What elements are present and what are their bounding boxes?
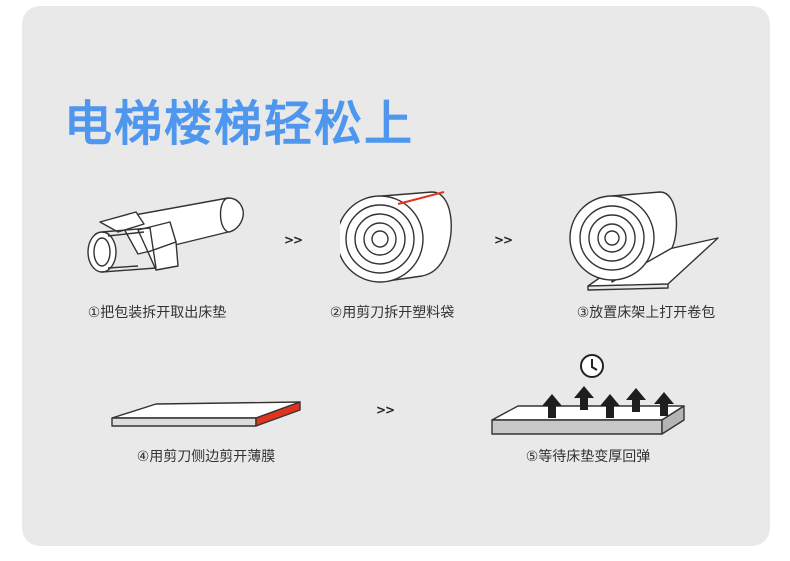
page-title: 电梯楼梯轻松上: [64, 84, 414, 154]
step-arrow-2: >>: [494, 233, 512, 247]
step3-caption: ③放置床架上打开卷包: [577, 302, 716, 322]
step1-caption: ①把包装拆开取出床垫: [88, 302, 227, 322]
clock-icon: [581, 355, 603, 377]
step2-cut-bag-illustration: [340, 184, 460, 294]
step4-cut-film-illustration: [108, 396, 308, 436]
step2-caption: ②用剪刀拆开塑料袋: [330, 302, 455, 322]
step5-caption: ⑤等待床垫变厚回弹: [526, 446, 651, 466]
instruction-card: 电梯楼梯轻松上 ①把包装拆开取出床垫 >>: [22, 6, 770, 546]
step5-expand-illustration: [488, 350, 688, 440]
step3-unroll-illustration: [568, 186, 728, 296]
step4-caption: ④用剪刀侧边剪开薄膜: [137, 446, 276, 466]
step-arrow-3: >>: [376, 403, 394, 417]
step1-unpack-illustration: [78, 188, 248, 288]
step-arrow-1: >>: [284, 233, 302, 247]
